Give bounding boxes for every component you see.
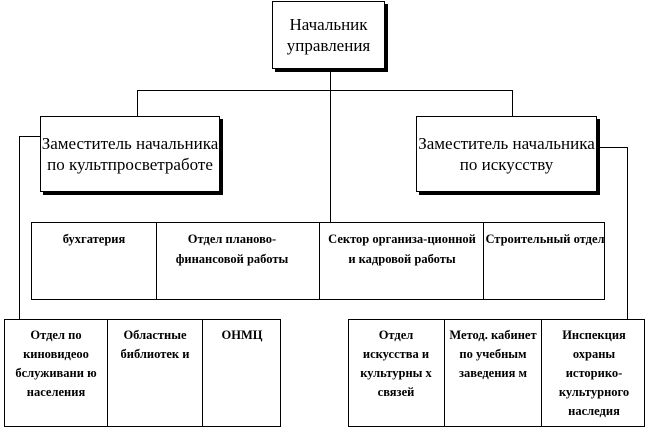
head-label: Начальник управления [286,15,371,55]
left-units-row: Отдел по киновидеоо бслуживани ю населен… [4,319,281,427]
head-box: Начальник управления [272,1,385,69]
deputy-culture-box: Заместитель начальника по культпросветра… [40,116,220,192]
unit-onmc: ОНМЦ [221,328,263,342]
unit-film-video-service: Отдел по киновидеоо бслуживани ю населен… [15,328,97,399]
deputy-art-label: Заместитель начальника по искусству [418,134,595,174]
unit-construction: Строительный отдел [485,232,605,246]
unit-planning-finance: Отдел планово-финансовой работы [175,232,289,266]
unit-regional-libraries: Областные библиотек и [120,328,190,361]
unit-art-cultural-relations: Отдел искусства и культурны х связей [360,328,432,399]
unit-methodical-cabinet: Метод. кабинет по учебным заведения м [449,328,537,380]
deputy-culture-label: Заместитель начальника по культпросветра… [41,134,219,174]
unit-organizational-hr: Сектор организа-ционной и кадровой работ… [328,232,476,266]
middle-units-row: бухгатерия Отдел планово-финансовой рабо… [31,222,605,300]
unit-heritage-inspection: Инспекция охраны историко-культурного на… [558,328,630,418]
deputy-art-box: Заместитель начальника по искусству [416,116,597,192]
unit-accounting: бухгатерия [62,232,126,246]
right-units-row: Отдел искусства и культурны х связей Мет… [348,319,645,427]
